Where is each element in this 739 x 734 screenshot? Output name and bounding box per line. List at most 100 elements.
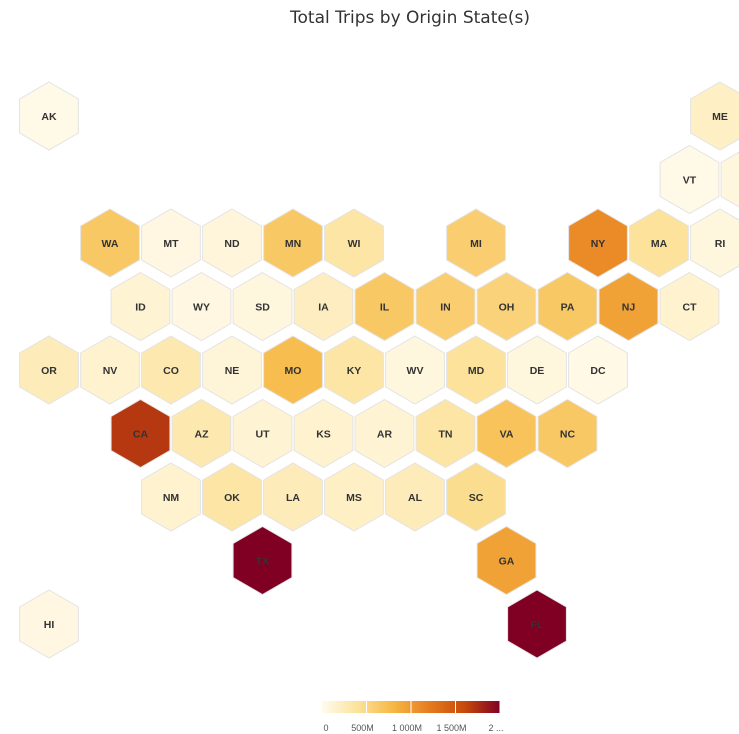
state-hex-nv[interactable]: NV — [80, 335, 140, 405]
state-hex-ga[interactable]: GA — [476, 525, 537, 596]
hex-shape[interactable] — [476, 398, 537, 469]
state-hex-sc[interactable]: SC — [446, 462, 506, 532]
state-hex-mn[interactable]: MN — [263, 208, 323, 278]
state-hex-ne[interactable]: NE — [202, 335, 262, 405]
hex-shape[interactable] — [629, 208, 689, 278]
hex-shape[interactable] — [80, 208, 140, 278]
state-hex-or[interactable]: OR — [19, 335, 79, 405]
state-hex-nj[interactable]: NJ — [598, 271, 659, 342]
state-hex-ms[interactable]: MS — [324, 462, 384, 532]
state-hex-tx[interactable]: TX — [232, 525, 293, 596]
state-hex-md[interactable]: MD — [446, 335, 506, 405]
state-hex-ia[interactable]: IA — [293, 271, 354, 342]
state-hex-fl[interactable]: FL — [507, 589, 567, 659]
state-hex-ca[interactable]: CA — [110, 398, 171, 469]
hex-shape[interactable] — [19, 335, 79, 405]
hex-shape[interactable] — [690, 208, 739, 278]
hex-shape[interactable] — [568, 208, 628, 278]
hex-shape[interactable] — [263, 462, 323, 532]
hex-shape[interactable] — [537, 398, 598, 469]
hex-shape[interactable] — [537, 271, 598, 342]
hex-shape[interactable] — [80, 335, 140, 405]
hex-shape[interactable] — [110, 271, 171, 342]
hex-shape[interactable] — [507, 589, 567, 659]
state-hex-de[interactable]: DE — [507, 335, 567, 405]
state-hex-az[interactable]: AZ — [171, 398, 232, 469]
hex-shape[interactable] — [202, 208, 262, 278]
hex-shape[interactable] — [507, 335, 567, 405]
state-hex-id[interactable]: ID — [110, 271, 171, 342]
state-hex-ok[interactable]: OK — [202, 462, 262, 532]
hex-shape[interactable] — [263, 335, 323, 405]
state-hex-il[interactable]: IL — [354, 271, 415, 342]
hex-shape[interactable] — [354, 398, 415, 469]
hex-shape[interactable] — [110, 398, 171, 469]
state-hex-nh[interactable]: NH — [720, 146, 739, 214]
state-hex-pa[interactable]: PA — [537, 271, 598, 342]
state-hex-me[interactable]: ME — [690, 81, 739, 151]
state-hex-mt[interactable]: MT — [141, 208, 201, 278]
state-hex-tn[interactable]: TN — [415, 398, 476, 469]
hex-shape[interactable] — [568, 335, 628, 405]
hex-shape[interactable] — [659, 144, 720, 215]
state-hex-ak[interactable]: AK — [19, 81, 79, 151]
state-hex-ar[interactable]: AR — [354, 398, 415, 469]
hex-shape[interactable] — [720, 146, 739, 214]
hex-shape[interactable] — [202, 462, 262, 532]
state-hex-nd[interactable]: ND — [202, 208, 262, 278]
hex-shape[interactable] — [385, 462, 445, 532]
hex-shape[interactable] — [324, 462, 384, 532]
hex-shape[interactable] — [171, 271, 232, 342]
state-hex-mi[interactable]: MI — [446, 208, 506, 278]
hex-shape[interactable] — [446, 208, 506, 278]
state-hex-la[interactable]: LA — [263, 462, 323, 532]
hex-shape[interactable] — [415, 271, 476, 342]
hex-shape[interactable] — [171, 398, 232, 469]
state-hex-ks[interactable]: KS — [293, 398, 354, 469]
state-hex-ma[interactable]: MA — [629, 208, 689, 278]
hex-shape[interactable] — [354, 271, 415, 342]
hex-shape[interactable] — [232, 271, 293, 342]
hex-shape[interactable] — [293, 271, 354, 342]
state-hex-wi[interactable]: WI — [324, 208, 384, 278]
state-hex-va[interactable]: VA — [476, 398, 537, 469]
hex-shape[interactable] — [19, 589, 79, 659]
state-hex-ky[interactable]: KY — [324, 335, 384, 405]
hex-shape[interactable] — [659, 271, 720, 342]
state-hex-wv[interactable]: WV — [385, 335, 445, 405]
state-hex-nm[interactable]: NM — [141, 462, 201, 532]
hex-shape[interactable] — [293, 398, 354, 469]
state-hex-nc[interactable]: NC — [537, 398, 598, 469]
state-hex-wa[interactable]: WA — [80, 208, 140, 278]
state-hex-vt[interactable]: VT — [659, 144, 720, 215]
hex-shape[interactable] — [415, 398, 476, 469]
hex-shape[interactable] — [202, 335, 262, 405]
hex-shape[interactable] — [141, 335, 201, 405]
state-hex-ct[interactable]: CT — [659, 271, 720, 342]
hex-shape[interactable] — [324, 335, 384, 405]
state-hex-ut[interactable]: UT — [232, 398, 293, 469]
state-hex-sd[interactable]: SD — [232, 271, 293, 342]
hex-shape[interactable] — [476, 525, 537, 596]
state-hex-oh[interactable]: OH — [476, 271, 537, 342]
state-hex-al[interactable]: AL — [385, 462, 445, 532]
hex-shape[interactable] — [385, 335, 445, 405]
hex-shape[interactable] — [141, 462, 201, 532]
state-hex-ny[interactable]: NY — [568, 208, 628, 278]
state-hex-dc[interactable]: DC — [568, 335, 628, 405]
state-hex-in[interactable]: IN — [415, 271, 476, 342]
hex-shape[interactable] — [598, 271, 659, 342]
state-hex-hi[interactable]: HI — [19, 589, 79, 659]
hex-shape[interactable] — [263, 208, 323, 278]
hex-shape[interactable] — [690, 81, 739, 151]
hex-shape[interactable] — [476, 271, 537, 342]
hex-shape[interactable] — [232, 525, 293, 596]
state-hex-ri[interactable]: RI — [690, 208, 739, 278]
hex-shape[interactable] — [446, 462, 506, 532]
hex-shape[interactable] — [324, 208, 384, 278]
hex-shape[interactable] — [446, 335, 506, 405]
state-hex-co[interactable]: CO — [141, 335, 201, 405]
state-hex-mo[interactable]: MO — [263, 335, 323, 405]
hex-shape[interactable] — [141, 208, 201, 278]
state-hex-wy[interactable]: WY — [171, 271, 232, 342]
